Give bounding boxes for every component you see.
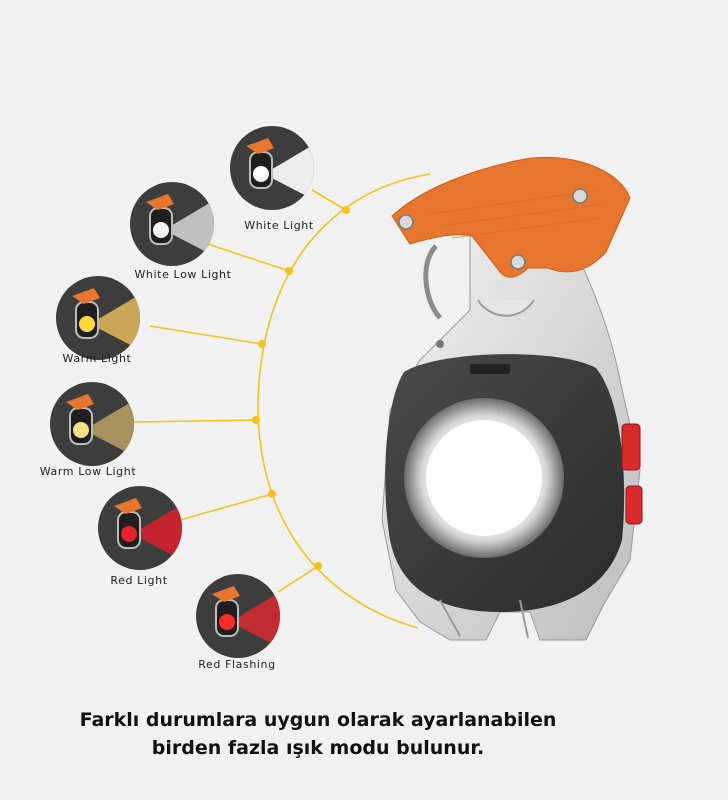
clip-screw-3 (510, 254, 526, 270)
mini-lens (219, 614, 235, 630)
leader-line-2 (207, 243, 290, 272)
connector-dot-5 (268, 490, 276, 498)
mode-label-red-light: Red Light (110, 574, 168, 587)
caption: Farklı durumlara uygun olarak ayarlanabi… (0, 706, 636, 762)
clip-screw-2 (572, 188, 588, 204)
mode-thumbnail-warm-light (56, 276, 140, 360)
mode-thumbnail-red-light (98, 486, 182, 570)
leader-line-1 (311, 189, 347, 211)
connector-dot-2 (285, 267, 293, 275)
connector-dots (252, 206, 350, 570)
mini-lens (73, 422, 89, 438)
mode-label-warm-light: Warm Light (62, 352, 132, 365)
mode-label-red-flashing: Red Flashing (198, 658, 276, 671)
mode-label-white-light: White Light (244, 219, 314, 232)
orange-clip-texture (429, 189, 605, 239)
leader-line-3 (149, 325, 263, 345)
mode-thumbnail-white-low-light (130, 182, 214, 266)
mini-orange-clip (212, 586, 240, 602)
mode-thumbnails (50, 126, 314, 658)
light-beam (90, 292, 140, 352)
power-button (621, 423, 641, 471)
mode-thumbnail-white-light (230, 126, 314, 210)
mini-lens (253, 166, 269, 182)
mini-orange-clip (146, 194, 174, 210)
caption-line-2: birden fazla ışık modu bulunur. (151, 737, 485, 759)
lanyard-hole (436, 340, 444, 348)
mini-orange-clip (246, 138, 274, 154)
mode-thumbnail-red-flashing (196, 574, 280, 658)
flashlight-illustration (381, 156, 643, 641)
mini-lens (121, 526, 137, 542)
light-beam (264, 142, 314, 202)
connector-dot-1 (342, 206, 350, 214)
vent-slot (470, 364, 510, 374)
mini-orange-clip (66, 394, 94, 410)
light-beam (132, 502, 182, 562)
connector-dot-3 (258, 340, 266, 348)
connector-dot-6 (314, 562, 322, 570)
mode-button (625, 485, 643, 525)
carabiner-ring (423, 244, 442, 320)
bottom-tool-slots (439, 599, 529, 639)
leader-line-4 (133, 419, 257, 423)
light-beam (230, 590, 280, 650)
connector-dot-4 (252, 416, 260, 424)
caption-line-1: Farklı durumlara uygun olarak ayarlanabi… (79, 709, 557, 731)
bottle-opener-notch (477, 299, 535, 317)
light-beam (84, 398, 134, 458)
mode-thumbnail-warm-low-light (50, 382, 134, 466)
leader-line-5 (179, 493, 273, 521)
mode-label-white-low-light: White Low Light (134, 268, 232, 281)
clip-screw-1 (398, 214, 414, 230)
light-beam (164, 198, 214, 258)
mini-orange-clip (72, 288, 100, 304)
cob-lens (426, 420, 542, 536)
mini-orange-clip (114, 498, 142, 514)
leader-line-6 (277, 565, 319, 593)
mini-lens (79, 316, 95, 332)
mode-label-warm-low-light: Warm Low Light (39, 465, 137, 478)
mini-lens (153, 222, 169, 238)
